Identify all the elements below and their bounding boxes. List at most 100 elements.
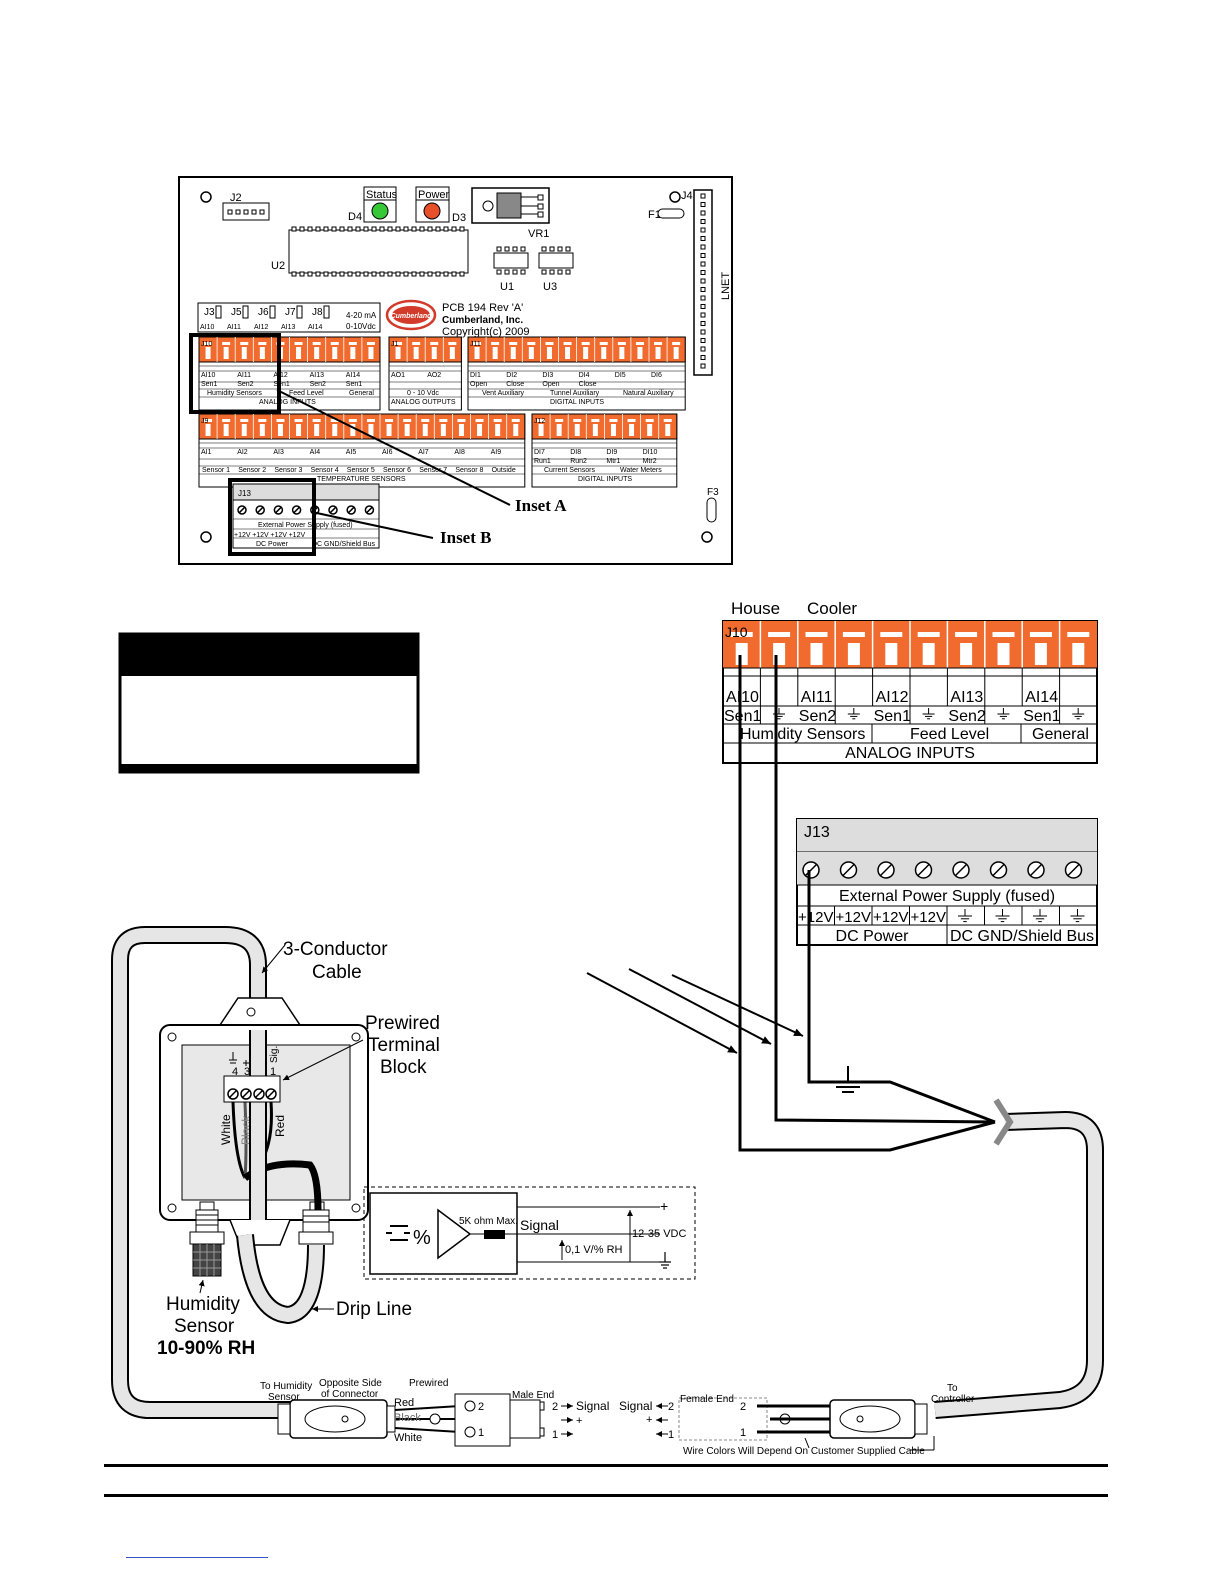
inset-a-footer: ANALOG INPUTS [845,745,975,762]
terminal-group-label: Sensor 5 [347,467,375,474]
male-pin-1: 1 [478,1427,484,1439]
pcb-line2: Cumberland, Inc. [442,315,523,326]
jumper-block [197,302,381,333]
terminal-top-label: AI8 [454,449,465,456]
drip-line-label: Drip Line [336,1299,412,1320]
terminal-top-label: DI1 [470,372,481,379]
terminal-group-label: Sensor 4 [311,467,339,474]
inset-b-screws [802,861,1083,879]
terminal-sub-label: Close [579,381,597,388]
prewired-label-3: Block [380,1057,427,1078]
f3-label: F3 [707,487,719,498]
terminal-top-label: DI10 [643,449,658,456]
logo-text: Cumberland [391,313,433,320]
inset-a-terminals [730,621,1090,668]
u2-pins [291,226,465,277]
f1-label: F1 [648,209,661,221]
terminal-footer-label: ANALOG INPUTS [259,399,316,406]
term-num-1: 1 [270,1066,276,1078]
female-plus: + [646,1414,652,1426]
board-p12: +12V [270,532,287,539]
cable-label-2: Cable [312,962,362,983]
jumper-ai: AI10 [200,324,215,331]
inset-a-sen: Sen2 [799,708,836,725]
female-pin-2: 2 [740,1401,746,1413]
legend-box [118,632,420,774]
terminal-sub-label: Close [506,381,524,388]
terminal-top-label: AI2 [237,449,248,456]
terminal-block-label: J1 [391,341,399,348]
terminal-group-label: Sensor 2 [238,467,266,474]
terminal-group-label: Water Meters [620,467,662,474]
opposite-2: of Connector [321,1389,379,1400]
board-p12: +12V [234,532,251,539]
inset-a-ai: AI11 [801,689,833,706]
vr1-label: VR1 [528,228,549,240]
jumper-ai: AI13 [281,324,296,331]
sensor-schematic: % 5K ohm Max. Signal + 12-35 VDC 0,1 V/%… [363,1186,696,1280]
terminal-top-label: AI10 [201,372,216,379]
cable [111,926,1104,1419]
fuse-f3 [706,497,717,523]
terminal-top-label: AI9 [491,449,502,456]
inset-a-sen: Sen1 [874,708,911,725]
cooler-label: Cooler [807,599,857,618]
terminal-block-label: J9 [201,418,209,425]
inset-b-p12: +12V [798,909,833,926]
j2-label: J2 [230,192,242,204]
inset-b-j13: J13 External Power Supply (fused) +12V+1… [796,818,1098,946]
inset-a-label: Inset A [515,496,567,515]
wire-ground-symbol [830,1066,866,1093]
terminal-group-label: General [349,390,374,397]
color-red: Red [394,1397,414,1409]
inset-a-sen: Sen1 [1023,708,1060,725]
terminal-top-label: AI11 [237,372,251,379]
terminal-group-label: Feed Level [289,390,324,397]
terminal-sub-label: Sen2 [237,381,253,388]
terminal-block-label: J11 [470,341,481,348]
term-num-3: 3 [244,1066,250,1078]
male-end-label: Male End [512,1390,554,1401]
female-signal: Signal [619,1399,652,1413]
vdc-label: 12-35 VDC [632,1228,686,1240]
male-pin-2: 2 [478,1401,484,1413]
u1-label: U1 [500,281,514,293]
inset-a-ai: AI14 [1025,689,1058,706]
inset-a-j10-label: J10 [725,624,748,640]
wire-note: Wire Colors Will Depend On Customer Supp… [683,1446,925,1457]
inset-a-sen: Sen2 [948,708,985,725]
terminal-sub-label: Sen1 [346,381,362,388]
jumper-label: J8 [312,307,323,318]
terminal-top-label: DI2 [506,372,517,379]
female-end-label: Female End [680,1394,734,1405]
chip-u3 [538,252,574,269]
terminal-top-label: AI14 [346,372,361,379]
inset-a-box [189,333,281,414]
inset-a-leader [276,389,511,506]
terminal-top-label: DI8 [570,449,581,456]
u2-label: U2 [271,260,285,272]
inset-b-dcgnd: DC GND/Shield Bus [950,928,1094,945]
terminal-sub-label: Sen1 [273,381,289,388]
d3-label: D3 [452,212,466,224]
pct-symbol: % [413,1227,431,1249]
terminal-group-label: Humidity Sensors [207,390,262,397]
terminal-footer-label: ANALOG OUTPUTS [391,399,456,406]
inset-b-box [228,478,316,556]
terminal-group-label: Sensor 6 [383,467,411,474]
terminal-top-label: AI13 [310,372,325,379]
terminal-group-label: Sensor 8 [455,467,483,474]
jumper-note-ma: 4-20 mA [346,311,377,320]
inset-a-ai: AI13 [950,689,983,706]
power-led [423,202,441,220]
terminal-sub-label: Run2 [570,458,587,465]
pcb-line1: PCB 194 Rev 'A' [442,302,523,314]
terminal-top-label: AO2 [427,372,441,379]
terminal-group-label: Natural Auxiliary [623,390,674,397]
inset-b-leader [311,511,434,539]
jumper-ai: AI12 [254,324,269,331]
power-label: Power [418,189,450,201]
u1-u3-pins [496,246,571,275]
